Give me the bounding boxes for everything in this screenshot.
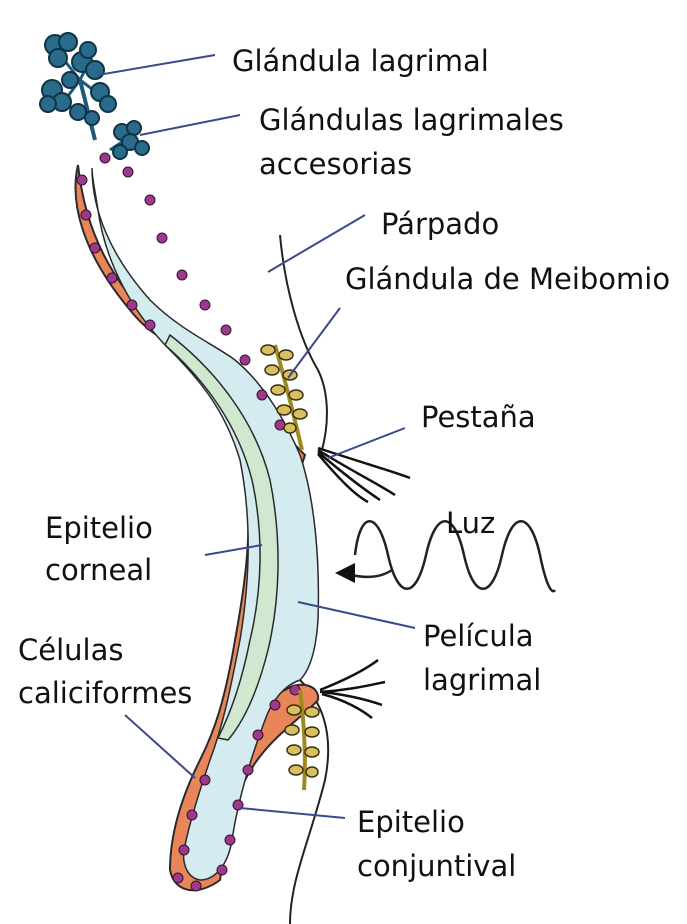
lacrimal-gland (40, 33, 116, 140)
light-arrow (352, 570, 392, 577)
label-glandula-lagrimal: Glándula lagrimal (232, 42, 489, 80)
label-meibomio: Glándula de Meibomio (345, 260, 670, 298)
light-arrow-head (335, 563, 355, 583)
lower-eyelashes (320, 660, 385, 718)
label-pelicula-line2: lagrimal (423, 661, 541, 699)
label-conjuntival-line1: Epitelio (357, 803, 465, 841)
label-epitelio-corneal-line2: corneal (45, 551, 152, 589)
label-pestana: Pestaña (421, 398, 536, 436)
label-pelicula-line1: Película (423, 617, 534, 655)
label-glandulas-accesorias-line2: accesorias (259, 145, 412, 183)
label-luz: Luz (446, 504, 495, 542)
label-parpado: Párpado (381, 205, 499, 243)
label-celulas-line2: caliciformes (18, 674, 192, 712)
label-conjuntival-line2: conjuntival (357, 847, 516, 885)
label-epitelio-corneal-line1: Epitelio (45, 509, 153, 547)
accessory-lacrimal-glands (110, 121, 149, 159)
label-glandulas-accesorias-line1: Glándulas lagrimales (259, 101, 564, 139)
label-celulas-line1: Células (18, 631, 123, 669)
